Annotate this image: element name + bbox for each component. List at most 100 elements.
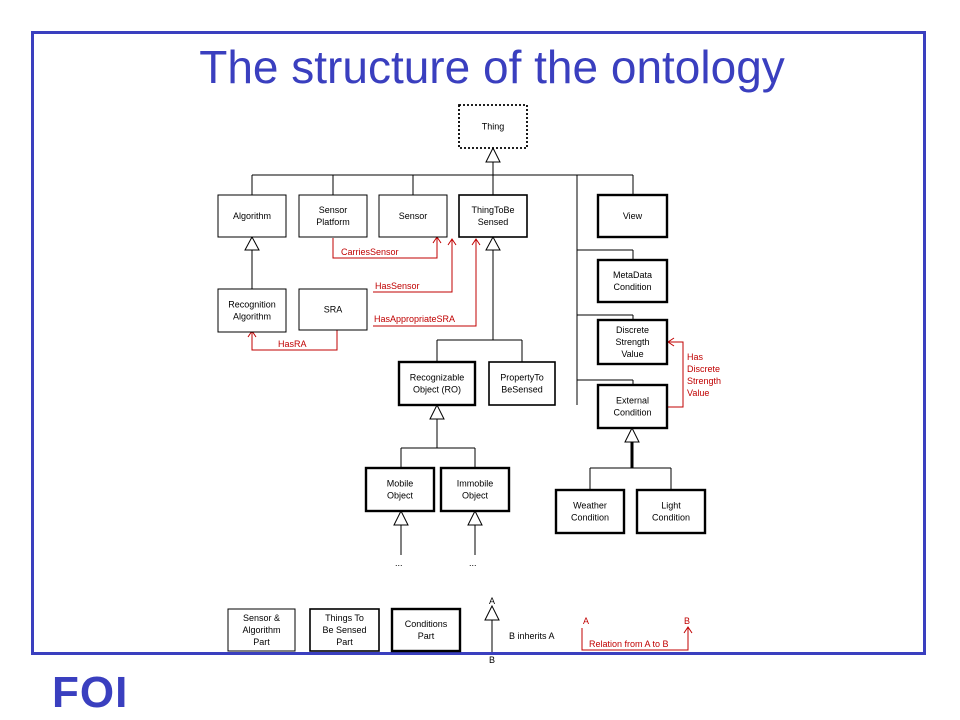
node-thing-to-be-sensed-label: ThingToBe [471,205,514,215]
legend-inherit-b: B [489,655,495,665]
legend-conditions-part-box [390,607,462,653]
relation-has-discrete-strength-value-line: Has [687,352,704,362]
node-thing-to-be-sensed-box [458,194,528,238]
node-mobile-object-label: Mobile [387,479,414,489]
node-recognizable-object-label: Object (RO) [413,385,461,395]
node-light-condition-label: Condition [652,513,690,523]
node-property-to-be-sensed-box [488,361,556,406]
node-discrete-strength-value-label: Value [621,349,643,359]
node-thing: Thing [458,104,528,149]
relation-labels: CarriesSensor HasSensor HasAppropriateSR… [278,247,721,649]
legend-inherit-text: B inherits A [509,631,555,641]
node-sensor-box [378,194,448,238]
node-discrete-strength-value-label: Strength [615,337,649,347]
node-sensor-platform-label: Sensor [319,205,348,215]
mobile-object-ellipsis: ... [395,558,403,568]
relation-has-discrete-strength-value-line: Strength [687,376,721,386]
relation-has-discrete-strength-value-line: Value [687,388,709,398]
node-weather-condition-label: Weather [573,501,607,511]
legend-things-to-be-sensed-part-label: Part [336,637,353,647]
node-sensor: Sensor [378,194,448,238]
node-discrete-strength-value-box [596,318,669,366]
node-light-condition-box [635,488,707,535]
node-mobile-object-label: Object [387,491,414,501]
node-immobile-object-label: Immobile [457,479,494,489]
node-sensor-label: Sensor [399,211,428,221]
node-sensor-platform-label: Platform [316,217,350,227]
node-metadata-condition-label: Condition [613,282,651,292]
legend-sensor-algorithm-part-label: Algorithm [242,625,280,635]
relation-has-discrete-strength-value-line: Discrete [687,364,720,374]
slide-frame [31,31,926,655]
node-recognition-algorithm-label: Recognition [228,300,276,310]
node-view-box [596,193,669,239]
legend-things-to-be-sensed-part-label: Things To [325,613,364,623]
node-sra-label: SRA [324,305,343,315]
legend-conditions-part-label: Part [418,631,435,641]
legend-things-to-be-sensed-part-box [309,608,380,652]
node-light-condition-label: Light [661,501,681,511]
inheritance-arrowheads [244,146,640,621]
node-recognizable-object-label: Recognizable [410,373,465,383]
node-algorithm-label: Algorithm [233,211,271,221]
node-algorithm-box [217,194,287,238]
inheritance-lines [251,162,672,652]
node-sra-box [298,288,368,331]
node-view: View [596,193,669,239]
node-discrete-strength-value-label: Discrete [616,325,649,335]
immobile-object-ellipsis: ... [469,558,477,568]
node-recognition-algorithm-box [217,288,287,333]
relation-has-appropriate-sra: HasAppropriateSRA [374,314,455,324]
legend-inherit-a: A [489,596,495,606]
legend-sensor-algorithm-part-label: Sensor & [243,613,280,623]
node-metadata-condition-label: MetaData [613,270,652,280]
relation-carries-sensor: CarriesSensor [341,247,399,257]
legend-things-to-be-sensed-part-label: Be Sensed [322,625,366,635]
legend-sensor-algorithm-part-label: Part [253,637,270,647]
node-immobile-object-box [439,466,511,513]
node-property-to-be-sensed-label: BeSensed [501,385,543,395]
node-recognition-algorithm-label: Algorithm [233,312,271,322]
legend-conditions-part-label: Conditions [405,619,448,629]
node-sra: SRA [298,288,368,331]
relation-has-sensor: HasSensor [375,281,420,291]
legend-relation-b: B [684,616,690,626]
node-recognizable-object-box [397,360,477,407]
node-external-condition-box [596,383,669,430]
node-weather-condition-box [554,488,626,535]
relation-has-ra: HasRA [278,339,307,349]
node-mobile-object-box [364,466,436,513]
relation-lines [251,238,689,651]
node-algorithm: Algorithm [217,194,287,238]
node-weather-condition-label: Condition [571,513,609,523]
node-external-condition-label: Condition [613,408,651,418]
node-view-label: View [623,211,643,221]
node-thing-to-be-sensed-label: Sensed [478,217,509,227]
foi-logo: FOI [52,668,129,717]
node-thing-box [458,104,528,149]
legend-sensor-algorithm-part-box [227,608,296,652]
page-title: The structure of the ontology [199,41,785,93]
node-sensor-platform-box [298,194,368,238]
node-property-to-be-sensed-label: PropertyTo [500,373,544,383]
node-immobile-object-label: Object [462,491,489,501]
node-thing-label: Thing [482,122,505,132]
node-external-condition-label: External [616,396,649,406]
